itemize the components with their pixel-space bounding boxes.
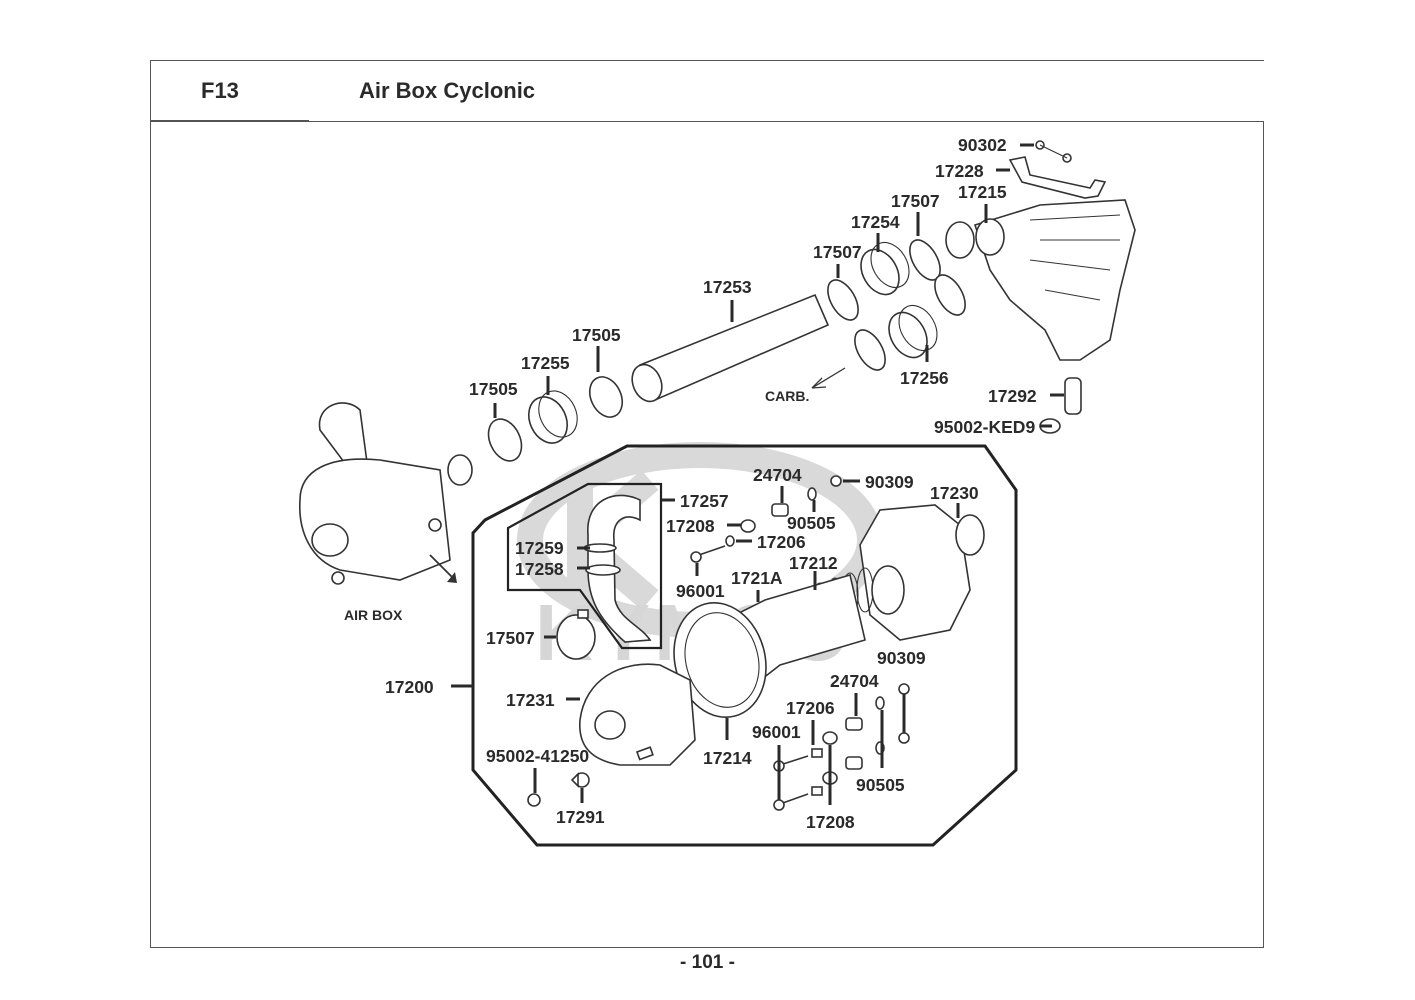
part-label-17200: 17200 <box>385 677 434 697</box>
coupling-17254 <box>860 241 910 296</box>
clamp-17505-left <box>487 418 523 462</box>
clamp-17507-mid <box>827 279 886 371</box>
part-label-17230: 17230 <box>930 483 979 503</box>
part-label-17257: 17257 <box>680 491 729 511</box>
spring-24704-lower <box>845 717 863 770</box>
cover-17231 <box>579 663 696 766</box>
part-label-90309-lower: 90309 <box>877 648 926 668</box>
part-label-17292: 17292 <box>988 386 1037 406</box>
part-label-17256: 17256 <box>900 368 949 388</box>
nut-90309-upper <box>830 475 842 487</box>
part-label-90505-upper: 90505 <box>787 513 836 533</box>
bolt-96001-upper <box>690 545 726 563</box>
part-label-17231: 17231 <box>506 690 555 710</box>
clamp-17507-box <box>556 609 596 660</box>
clamp-17507-upper <box>909 239 966 316</box>
part-label-17507-mid: 17507 <box>813 242 862 262</box>
washer-90505-upper <box>807 487 817 501</box>
part-label-17254: 17254 <box>851 212 900 232</box>
part-label-1721a: 1721A <box>731 568 783 588</box>
section-code: F13 <box>201 77 239 103</box>
section-code-cell: F13 <box>150 60 311 121</box>
diagram-panel <box>150 121 1264 948</box>
air-box-label: AIR BOX <box>344 607 403 623</box>
ring-17214 <box>673 601 767 719</box>
air-box-arrow <box>429 554 457 583</box>
tube-17253 <box>631 293 830 403</box>
part-label-17215: 17215 <box>958 182 1007 202</box>
part-17228-bracket <box>1008 156 1107 199</box>
part-label-17259: 17259 <box>515 538 564 558</box>
part-label-90309-upper: 90309 <box>865 472 914 492</box>
air-box-assembly <box>299 402 473 585</box>
coupling-17255 <box>527 390 578 444</box>
part-label-96001-lower: 96001 <box>752 722 801 742</box>
hose-17257-outline <box>506 482 663 650</box>
washer-17206-upper <box>725 535 735 547</box>
clamp-17505-right <box>588 376 624 418</box>
assembly-17200-outline <box>471 444 1018 847</box>
coupling-17256 <box>888 304 938 359</box>
part-label-17505-left: 17505 <box>469 379 518 399</box>
part-90302-screws <box>1035 140 1072 163</box>
spring-24704-upper <box>771 503 789 517</box>
collar-17208-upper <box>740 519 756 533</box>
part-label-96001-upper: 96001 <box>676 581 725 601</box>
part-label-17258: 17258 <box>515 559 564 579</box>
part-label-17507-box: 17507 <box>486 628 535 648</box>
part-label-17253: 17253 <box>703 277 752 297</box>
part-label-17206-lower: 17206 <box>786 698 835 718</box>
part-17215-intake-housing <box>945 199 1136 361</box>
part-label-24704-upper: 24704 <box>753 465 802 485</box>
part-label-90302: 90302 <box>958 135 1007 155</box>
part-label-17291: 17291 <box>556 807 605 827</box>
part-label-17505-right: 17505 <box>572 325 621 345</box>
part-label-17208-upper: 17208 <box>666 516 715 536</box>
part-17292-tube <box>1064 377 1082 415</box>
part-label-17206-upper: 17206 <box>757 532 806 552</box>
carb-direction-arrow <box>811 367 846 389</box>
page-number: - 101 - <box>680 952 735 973</box>
part-label-17255: 17255 <box>521 353 570 373</box>
hose-17257 <box>583 494 652 643</box>
part-label-17228: 17228 <box>935 161 984 181</box>
part-label-17208-lower: 17208 <box>806 812 855 832</box>
bracket-17206-lower <box>811 748 823 796</box>
clamp-95002-41250 <box>527 793 541 807</box>
title-cell: Air Box Cyclonic <box>309 60 1264 121</box>
carb-label: CARB. <box>765 388 809 404</box>
part-label-24704-lower: 24704 <box>830 671 879 691</box>
part-label-17214: 17214 <box>703 748 752 768</box>
part-label-17212: 17212 <box>789 553 838 573</box>
part-label-95002-41250: 95002-41250 <box>486 746 589 766</box>
part-label-90505-lower: 90505 <box>856 775 905 795</box>
drain-17291 <box>570 772 590 788</box>
part-label-95002-ked9: 95002-KED9 <box>934 417 1035 437</box>
nut-90309-lower <box>898 683 910 744</box>
part-label-17507-upper: 17507 <box>891 191 940 211</box>
page-title: Air Box Cyclonic <box>359 78 536 103</box>
